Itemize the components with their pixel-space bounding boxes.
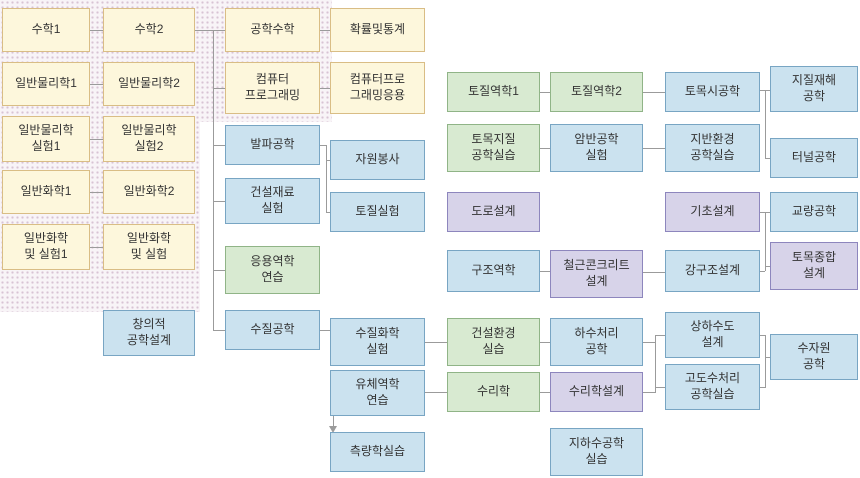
node-road-design: 도로설계 [447, 192, 540, 232]
node-surveying: 측량학실습 [330, 432, 425, 472]
node-soil-mech1: 토질역학1 [447, 72, 540, 112]
node-water-sewer-design: 상하수도 설계 [665, 312, 760, 358]
connector-line [760, 271, 765, 272]
node-capstone-design: 토목종합 설계 [770, 242, 858, 290]
connector-line [765, 90, 766, 158]
connector-line [540, 271, 550, 272]
node-constr-materials-lab: 건설재료 실험 [225, 178, 320, 224]
node-chem-lab1: 일반화학 및 실험1 [2, 224, 90, 270]
connector-line [765, 212, 766, 271]
node-water-chem-lab: 수질화학 실험 [330, 318, 425, 366]
node-water-quality: 수질공학 [225, 310, 320, 350]
connector-line [90, 139, 103, 140]
node-eng-math: 공학수학 [225, 8, 320, 52]
node-fluid-mech: 유체역학 연습 [330, 370, 425, 416]
connector-line [655, 335, 665, 336]
node-creative-design: 창의적 공학설계 [103, 310, 195, 356]
node-comp-prog: 컴퓨터 프로그래밍 [225, 62, 320, 114]
node-rock-eng-lab: 암반공학 실험 [550, 124, 643, 172]
connector-line [333, 416, 334, 427]
connector-line [213, 88, 225, 89]
node-rc-design: 철근콘크리트 설계 [550, 250, 643, 298]
connector-line [326, 145, 327, 213]
connector-line [643, 342, 655, 343]
node-bridge-eng: 교량공학 [770, 192, 858, 232]
connector-line [760, 387, 765, 388]
connector-line [643, 272, 665, 273]
connector-line [765, 266, 770, 267]
node-chem-lab2: 일반화학 및 실험 [103, 224, 195, 270]
node-geo-eng-practice: 토목지질 공학실습 [447, 124, 540, 172]
connector-line [540, 148, 550, 149]
connector-line [90, 192, 103, 193]
connector-line [655, 387, 665, 388]
node-prob-stat: 확률및통계 [330, 8, 425, 52]
node-physics-lab1: 일반물리학 실험1 [2, 116, 90, 162]
connector-line [326, 212, 330, 213]
connector-line [425, 342, 447, 343]
connector-line [326, 160, 330, 161]
connector-line [90, 247, 103, 248]
node-water-resources: 수자원 공학 [770, 334, 858, 380]
connector-line [540, 392, 550, 393]
node-comp-prog-app: 컴퓨터프로 그래밍응용 [330, 62, 425, 114]
connector-line [425, 392, 447, 393]
connector-line [540, 92, 550, 93]
node-physics1: 일반물리학1 [2, 62, 90, 106]
node-hydraulics-design: 수리학설계 [550, 372, 643, 412]
connector-line [655, 335, 656, 393]
node-civil-construction: 토목시공학 [665, 72, 760, 112]
node-geo-disaster: 지질재해 공학 [770, 66, 858, 112]
connector-line [540, 342, 550, 343]
connector-line [765, 158, 770, 159]
node-geoenv-practice: 지반환경 공학실습 [665, 124, 760, 172]
node-chem1: 일반화학1 [2, 170, 90, 214]
connector-line [320, 88, 330, 89]
connector-line [213, 201, 225, 202]
connector-line [320, 330, 330, 331]
connector-line [760, 335, 765, 336]
node-chem2: 일반화학2 [103, 170, 195, 214]
node-physics2: 일반물리학2 [103, 62, 195, 106]
node-struct-mech: 구조역학 [447, 250, 540, 292]
connector-line [643, 92, 665, 93]
node-applied-mech: 응용역학 연습 [225, 246, 320, 294]
node-blasting: 발파공학 [225, 125, 320, 165]
node-steel-design: 강구조설계 [665, 250, 760, 292]
connector-line [765, 335, 766, 388]
node-math2: 수학2 [103, 8, 195, 52]
connector-line [643, 392, 655, 393]
connector-line [90, 84, 103, 85]
connector-line [320, 30, 330, 31]
node-physics-lab2: 일반물리학 실험2 [103, 116, 195, 162]
node-groundwater: 지하수공학 실습 [550, 428, 643, 476]
arrowhead-down-icon [329, 426, 337, 433]
connector-line [213, 330, 225, 331]
connector-line [90, 30, 103, 31]
node-tunnel-eng: 터널공학 [770, 138, 858, 178]
node-adv-water-treat: 고도수처리 공학실습 [665, 364, 760, 410]
node-hydraulics: 수리학 [447, 372, 540, 412]
node-foundation-design: 기초설계 [665, 192, 760, 232]
connector-line [765, 357, 770, 358]
connector-line [213, 270, 225, 271]
connector-line [643, 148, 665, 149]
node-constr-env: 건설환경 실습 [447, 318, 540, 366]
connector-line [213, 30, 214, 330]
node-soil-mech2: 토질역학2 [550, 72, 643, 112]
node-volunteer: 자원봉사 [330, 140, 425, 180]
node-sewage-eng: 하수처리 공학 [550, 318, 643, 366]
connector-line [213, 145, 225, 146]
node-math1: 수학1 [2, 8, 90, 52]
node-soil-lab: 토질실험 [330, 192, 425, 232]
connector-line [195, 30, 225, 31]
connector-line [320, 145, 327, 146]
